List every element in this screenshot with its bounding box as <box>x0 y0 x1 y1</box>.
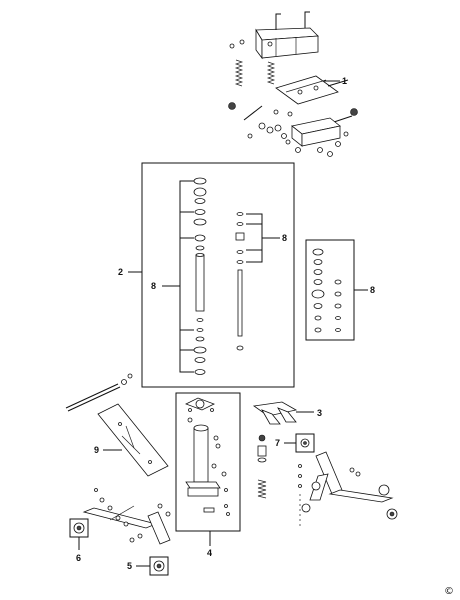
callout-8-seal-kit: 8 <box>370 285 375 295</box>
callout-8-inner-left: 8 <box>151 281 156 291</box>
part-3-bracket <box>252 401 298 425</box>
copyright-icon: © <box>444 586 454 597</box>
callout-7: 7 <box>275 438 280 448</box>
assembly-2-parts <box>193 177 245 375</box>
assembly-1-top-bracket <box>228 11 358 157</box>
callout-4: 4 <box>207 548 212 558</box>
seal-kit-frame <box>305 239 355 341</box>
base-leg-left <box>82 488 171 545</box>
assembly-2-frame <box>141 162 295 388</box>
callout-1: 1 <box>342 76 347 86</box>
base-leg-right <box>301 451 398 520</box>
assembly-4-parts <box>185 397 230 516</box>
part-9-plate <box>97 403 169 477</box>
leader-line-8b <box>162 180 194 373</box>
seal-kit-parts <box>311 248 342 333</box>
pump-parts <box>257 434 302 528</box>
callout-2: 2 <box>118 267 123 277</box>
handle-rod <box>65 373 133 412</box>
callout-9: 9 <box>94 445 99 455</box>
callout-3: 3 <box>317 408 322 418</box>
part-6-caster <box>73 522 85 534</box>
part-7-valve <box>300 438 310 448</box>
assembly-4-frame <box>175 392 241 532</box>
part-5-caster <box>153 560 165 572</box>
callout-5: 5 <box>127 561 132 571</box>
leader-line-8a <box>246 213 280 263</box>
callout-8-inner-right: 8 <box>282 233 287 243</box>
callout-6: 6 <box>76 553 81 563</box>
